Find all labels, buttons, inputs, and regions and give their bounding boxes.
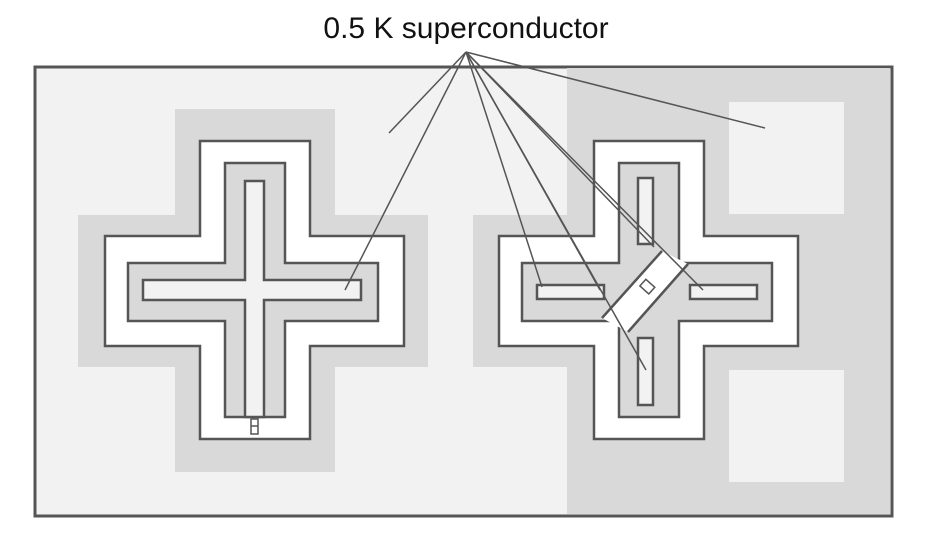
pointer-right-slot-bottom <box>465 51 647 371</box>
label-pointer-lines <box>344 51 766 371</box>
right-diagonal-edge-a <box>601 250 663 319</box>
pointer-right-slot-right <box>465 51 704 291</box>
right-upper-pad <box>729 102 844 214</box>
right-lower-pad <box>729 370 844 482</box>
pointer-left-inner-cross <box>344 51 467 291</box>
pointer-left-ground <box>388 51 467 134</box>
right-slot-left <box>535 283 606 301</box>
right-junction <box>638 278 656 296</box>
left-cross-structure <box>78 109 428 472</box>
right-diagonal-edge-b <box>627 263 689 333</box>
pointer-right-ground <box>465 51 766 129</box>
left-cross-inner <box>141 179 363 419</box>
right-slot-right <box>688 283 759 301</box>
pointer-right-slot-left <box>465 51 543 288</box>
superconductor-label: 0.5 K superconductor <box>323 12 608 45</box>
right-slot-top <box>636 176 655 246</box>
right-slot-bottom <box>636 336 655 407</box>
